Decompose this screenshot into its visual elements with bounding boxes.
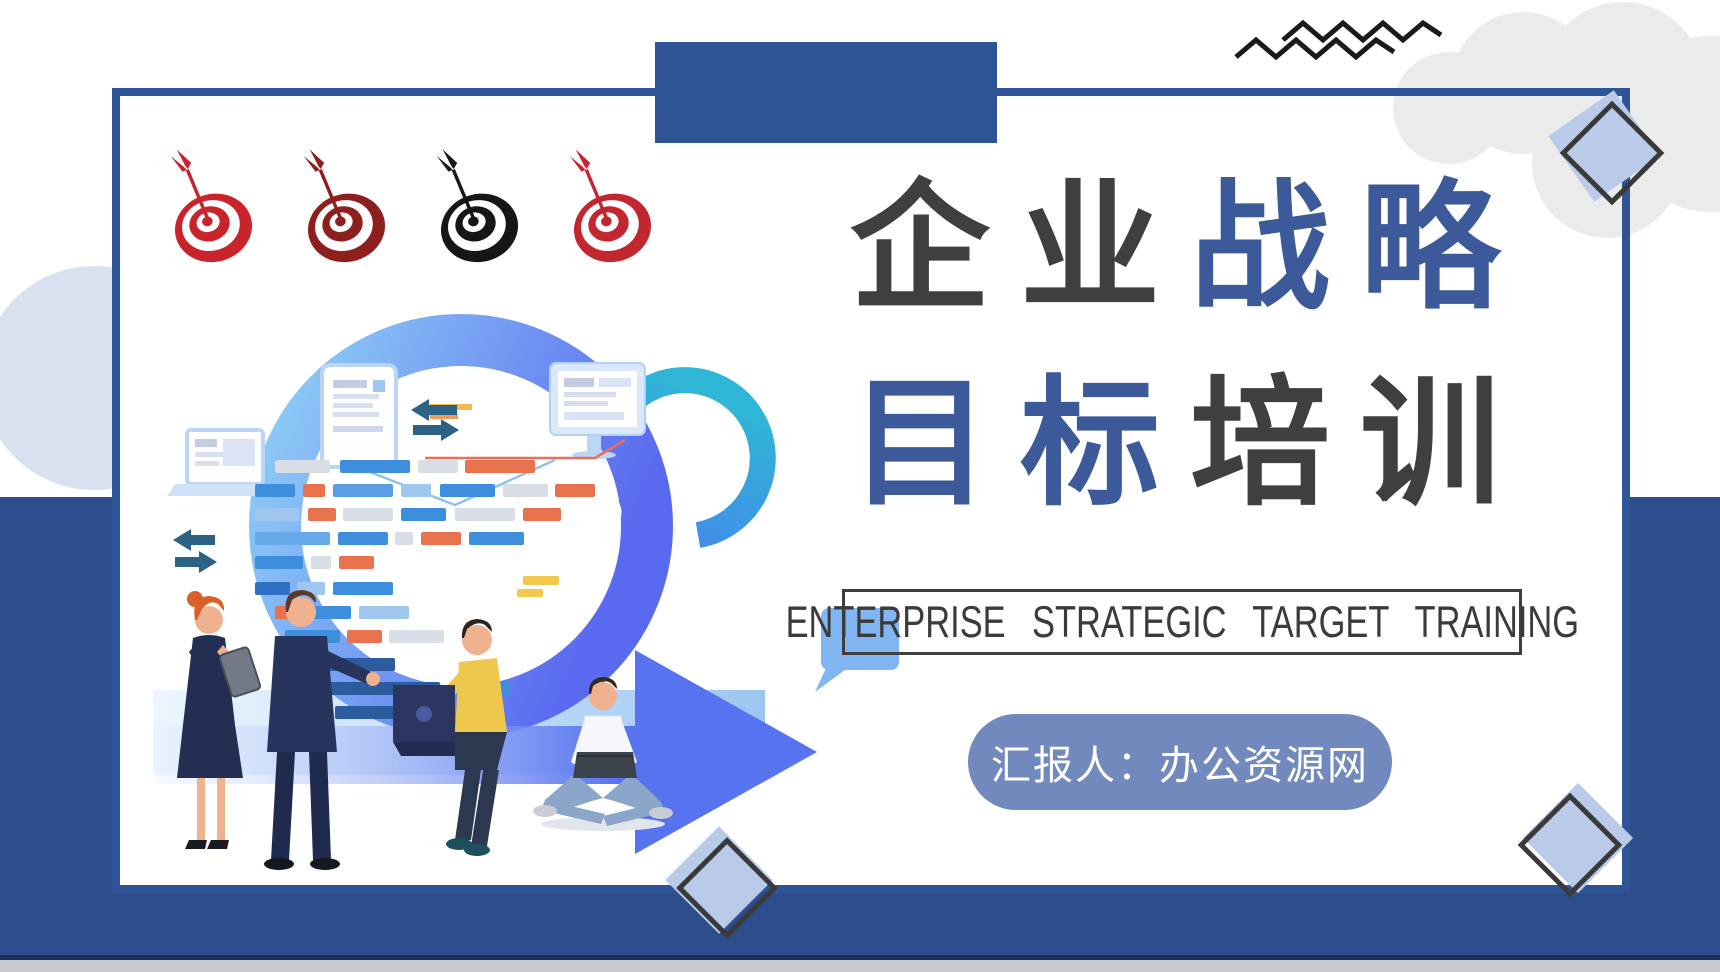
- diamond-decoration: [1517, 782, 1640, 910]
- transfer-arrows-icon: [173, 399, 459, 573]
- slide-title: 企业战略 目标培训: [778, 150, 1602, 542]
- title-text-blue: 目标: [849, 365, 1190, 522]
- title-line-2: 目标培训: [778, 346, 1602, 542]
- target-icon: [165, 147, 262, 271]
- targets-row: [165, 146, 661, 271]
- target-icon: [564, 147, 661, 271]
- target-icon: [431, 147, 528, 271]
- title-text-dark: 企业: [849, 169, 1190, 326]
- subtitle-text: ENTERPRISE STRATEGIC TARGET TRAINING: [785, 596, 1579, 647]
- presenter-badge-text: 汇报人：办公资源网: [991, 744, 1369, 788]
- sticky-notes: [517, 576, 559, 597]
- title-text-dark: 培训: [1190, 365, 1531, 522]
- laptop-icon: [167, 428, 283, 496]
- person-man-yellow: [393, 619, 507, 856]
- diamond-decoration: [665, 826, 792, 954]
- title-line-1: 企业战略: [778, 150, 1602, 346]
- presenter-badge: 汇报人：办公资源网: [968, 714, 1392, 810]
- window-bottom-edge: [0, 955, 1720, 972]
- teamwork-illustration: [153, 314, 899, 870]
- person-woman: [177, 591, 262, 849]
- title-text-blue: 战略: [1190, 169, 1531, 326]
- lightbulb-icon: [588, 495, 622, 545]
- person-man-suit: [264, 590, 380, 870]
- monitor-icon: [549, 362, 646, 459]
- target-icon: [298, 147, 395, 271]
- person-man-white: [533, 677, 673, 831]
- tablet-icon: [320, 363, 398, 469]
- top-accent-bar: [655, 42, 997, 143]
- diamond-decoration: [1548, 90, 1678, 222]
- subtitle-box: ENTERPRISE STRATEGIC TARGET TRAINING: [785, 589, 1579, 655]
- zigzag-icon: [1234, 19, 1443, 61]
